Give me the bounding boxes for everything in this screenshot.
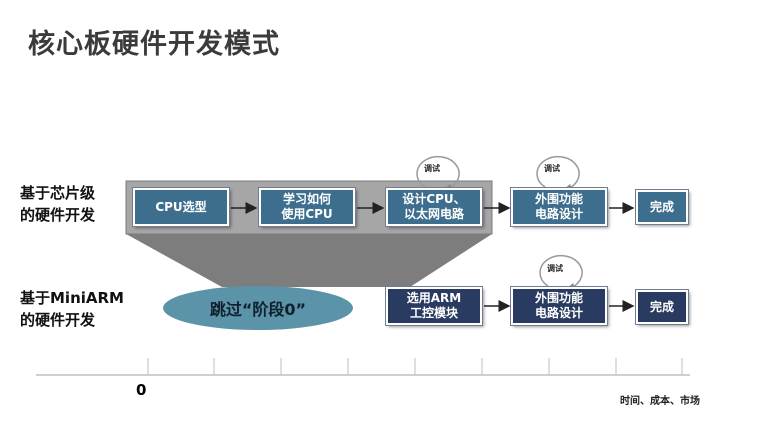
skip-stage-zero-label: 跳过“阶段0”	[209, 300, 307, 319]
step-done-2: 完成	[636, 290, 688, 324]
stage-zero-funnel	[126, 234, 492, 287]
step-peripheral-design-2: 外围功能 电路设计	[511, 287, 607, 325]
debug-loop-1	[416, 155, 460, 193]
page-title: 核心板硬件开发模式	[28, 29, 280, 60]
debug-label-2: 调试	[544, 164, 560, 173]
step-done-1-label: 完成	[649, 199, 674, 214]
debug-loop-2	[536, 155, 580, 193]
debug-loop-3	[539, 254, 583, 292]
debug-label-3: 调试	[547, 264, 563, 273]
row2-label-line2: 的硬件开发	[20, 311, 96, 329]
debug-label-1: 调试	[424, 164, 440, 173]
step-design-cpu-ethernet: 设计CPU、 以太网电路	[386, 188, 482, 226]
row2-label-line1: 基于MiniARM	[20, 289, 124, 307]
row1-label: 基于芯片级 的硬件开发	[20, 182, 95, 226]
step-choose-arm-module: 选用ARM 工控模块	[386, 287, 482, 325]
step-learn-cpu-label: 学习如何 使用CPU	[281, 192, 333, 221]
step-peripheral-design-2-label: 外围功能 电路设计	[534, 291, 583, 320]
row1-label-line2: 的硬件开发	[20, 206, 96, 224]
step-learn-cpu: 学习如何 使用CPU	[259, 188, 355, 226]
row1-label-line1: 基于芯片级	[20, 184, 96, 202]
step-peripheral-design-1: 外围功能 电路设计	[511, 188, 607, 226]
step-done-2-label: 完成	[649, 299, 674, 314]
step-choose-arm-module-label: 选用ARM 工控模块	[406, 291, 462, 320]
step-cpu-selection-label: CPU选型	[155, 199, 207, 214]
timeline-ticks	[147, 358, 683, 375]
timeline-origin-label: 0	[136, 381, 147, 399]
row2-label: 基于MiniARM 的硬件开发	[20, 287, 124, 331]
step-design-cpu-ethernet-label: 设计CPU、 以太网电路	[402, 192, 466, 221]
step-peripheral-design-1-label: 外围功能 电路设计	[534, 192, 583, 221]
skip-stage-zero-ellipse: 跳过“阶段0”	[163, 286, 353, 330]
step-cpu-selection: CPU选型	[133, 188, 229, 226]
timeline-axis-label: 时间、成本、市场	[620, 396, 700, 407]
step-done-1: 完成	[636, 190, 688, 224]
